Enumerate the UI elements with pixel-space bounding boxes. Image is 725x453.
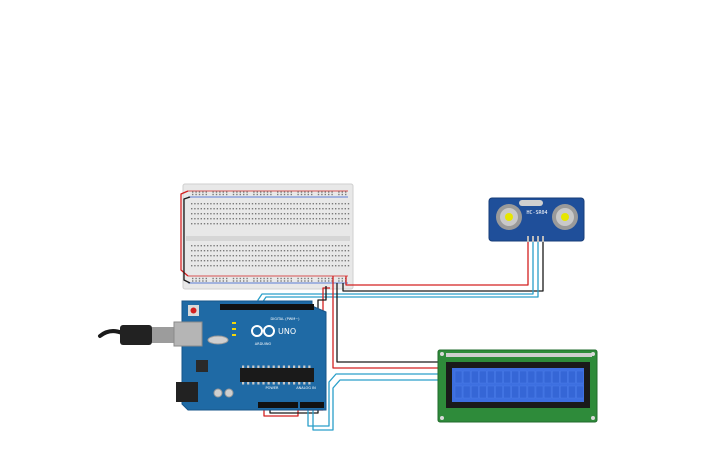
ultrasonic-sensor[interactable]: HC-SR04 [488, 197, 585, 242]
wire-lcd-sda[interactable] [307, 373, 440, 427]
wire-lcd-scl[interactable] [312, 379, 440, 431]
arduino-crystal [207, 335, 229, 345]
wire-lcd-gnd[interactable] [336, 283, 440, 363]
arduino-dc-jack [176, 382, 198, 402]
arduino-digital-header [220, 304, 314, 310]
power-label: POWER [266, 386, 280, 390]
wire-lcd-vcc[interactable] [332, 276, 440, 369]
lcd-display[interactable] [437, 349, 598, 423]
wire-rail-jumper-black[interactable] [183, 196, 191, 284]
arduino-uno[interactable]: DIGITAL (PWM~) UNO ARDUINO POWER ANALOG … [173, 300, 327, 411]
arduino-capacitor [213, 388, 223, 398]
lcd-character-cells [454, 370, 584, 399]
wire-sensor-vcc[interactable] [345, 242, 529, 286]
usb-plug [120, 325, 152, 345]
usb-cable[interactable] [98, 325, 174, 345]
sensor-label: HC-SR04 [526, 210, 547, 216]
breadboard-holes [191, 191, 350, 282]
wire-sensor-gnd[interactable] [342, 242, 544, 292]
breadboard-channel [186, 236, 350, 241]
board-maker: ARDUINO [255, 342, 272, 346]
arduino-microcontroller [240, 368, 314, 382]
lcd-header-pins [446, 353, 592, 357]
arduino-analog-header [300, 402, 324, 408]
analog-label: ANALOG IN [296, 386, 316, 390]
arduino-usb-jack [173, 321, 203, 347]
arduino-reset-button[interactable] [190, 307, 197, 314]
arduino-pcb [181, 300, 327, 411]
sensor-crystal [519, 200, 543, 206]
usb-connector [152, 327, 174, 343]
breadboard[interactable] [182, 183, 354, 290]
wires [180, 190, 544, 431]
digital-label: DIGITAL (PWM~) [270, 317, 300, 321]
arduino-logo-icon [251, 325, 275, 337]
board-brand: UNO [278, 327, 296, 336]
arduino-power-header [258, 402, 298, 408]
